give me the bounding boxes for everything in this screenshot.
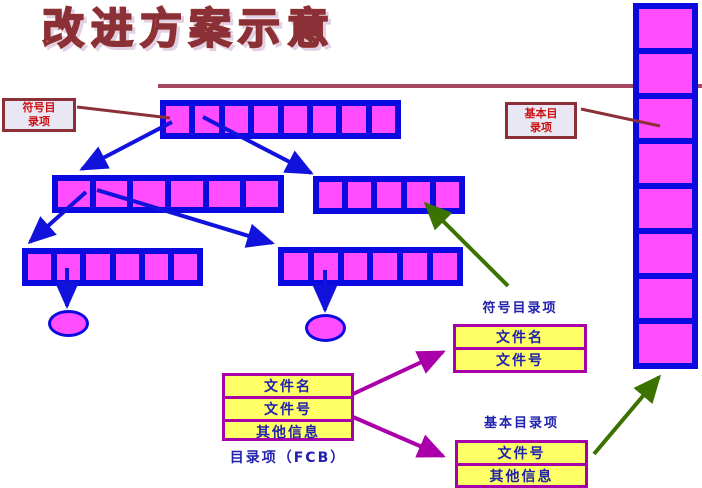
array-cell: [310, 250, 341, 283]
arrow-fcb-to-symbol-entry: [352, 350, 446, 396]
array-cell: [280, 103, 310, 136]
basic-entry-record-box: 文件号 其他信息: [455, 440, 588, 488]
arrow-basic-entry-to-column: [592, 374, 662, 456]
file-ellipse-left: [48, 310, 89, 337]
symbol-directory-tag: 符号目 录项: [2, 98, 76, 132]
basic-row-other: 其他信息: [489, 469, 554, 485]
fcb-caption: 目录项（FCB）: [229, 450, 347, 466]
array-cell: [400, 250, 431, 283]
symbol-tag-line1: 符号目: [22, 101, 56, 115]
arrow-top-to-mid-left: [79, 120, 173, 171]
directory-array-mid-left: [52, 175, 284, 213]
symbol-row-fileno: 文件号: [496, 353, 544, 369]
array-cell: [221, 103, 252, 136]
array-cell: [170, 251, 201, 283]
array-cell: [340, 250, 371, 283]
array-cell: [636, 231, 695, 276]
basic-directory-tag: 基本目 录项: [505, 102, 577, 139]
basic-entry-caption: 基本目录项: [483, 416, 559, 431]
array-cell: [636, 321, 695, 366]
fcb-row-fileno: 文件号: [225, 399, 351, 422]
symbol-directory-array-top: [160, 100, 401, 139]
symbol-tag-pointer-line: [76, 105, 171, 120]
array-cell: [309, 103, 340, 136]
array-cell: [243, 178, 282, 210]
array-cell: [403, 179, 433, 211]
directory-array-low-right: [278, 247, 463, 286]
array-cell: [251, 103, 281, 136]
array-cell: [636, 141, 695, 186]
directory-array-mid-right: [313, 176, 465, 214]
array-cell: [636, 6, 695, 51]
array-cell: [205, 178, 244, 210]
array-cell: [192, 103, 222, 136]
basic-directory-column: [633, 3, 698, 369]
directory-array-low-left: [22, 248, 203, 286]
symbol-row-filename: 文件名: [456, 327, 584, 350]
basic-tag-line2: 录项: [530, 120, 552, 134]
array-cell: [432, 179, 463, 211]
array-cell: [339, 103, 369, 136]
array-cell: [83, 251, 113, 283]
fcb-row-other: 其他信息: [256, 425, 320, 441]
array-cell: [130, 178, 169, 210]
symbol-entry-record-box: 文件名 文件号: [453, 324, 587, 373]
array-cell: [430, 250, 460, 283]
array-cell: [345, 179, 375, 211]
symbol-entry-caption: 符号目录项: [482, 301, 558, 316]
array-cell: [54, 251, 84, 283]
array-cell: [168, 178, 206, 210]
array-cell: [92, 178, 131, 210]
basic-tag-line1: 基本目: [524, 106, 558, 120]
array-cell: [55, 178, 93, 210]
array-cell: [370, 250, 401, 283]
array-cell: [112, 251, 142, 283]
array-cell: [374, 179, 404, 211]
array-cell: [636, 96, 695, 141]
array-cell: [636, 51, 695, 96]
title-underline: [158, 84, 702, 88]
array-cell: [636, 186, 695, 231]
array-cell: [163, 103, 193, 136]
page-title: 改进方案示意: [41, 3, 337, 54]
array-cell: [25, 251, 55, 283]
array-cell: [281, 250, 311, 283]
arrow-fcb-to-basic-entry: [352, 415, 446, 458]
array-cell: [368, 103, 398, 136]
fcb-record-box: 文件名 文件号 其他信息: [222, 373, 354, 441]
array-cell: [636, 276, 695, 321]
symbol-tag-line2: 录项: [28, 115, 50, 128]
array-cell: [316, 179, 346, 211]
file-ellipse-right: [305, 314, 346, 342]
fcb-row-filename: 文件名: [225, 376, 351, 399]
array-cell: [141, 251, 171, 283]
basic-row-fileno: 文件号: [458, 443, 585, 466]
